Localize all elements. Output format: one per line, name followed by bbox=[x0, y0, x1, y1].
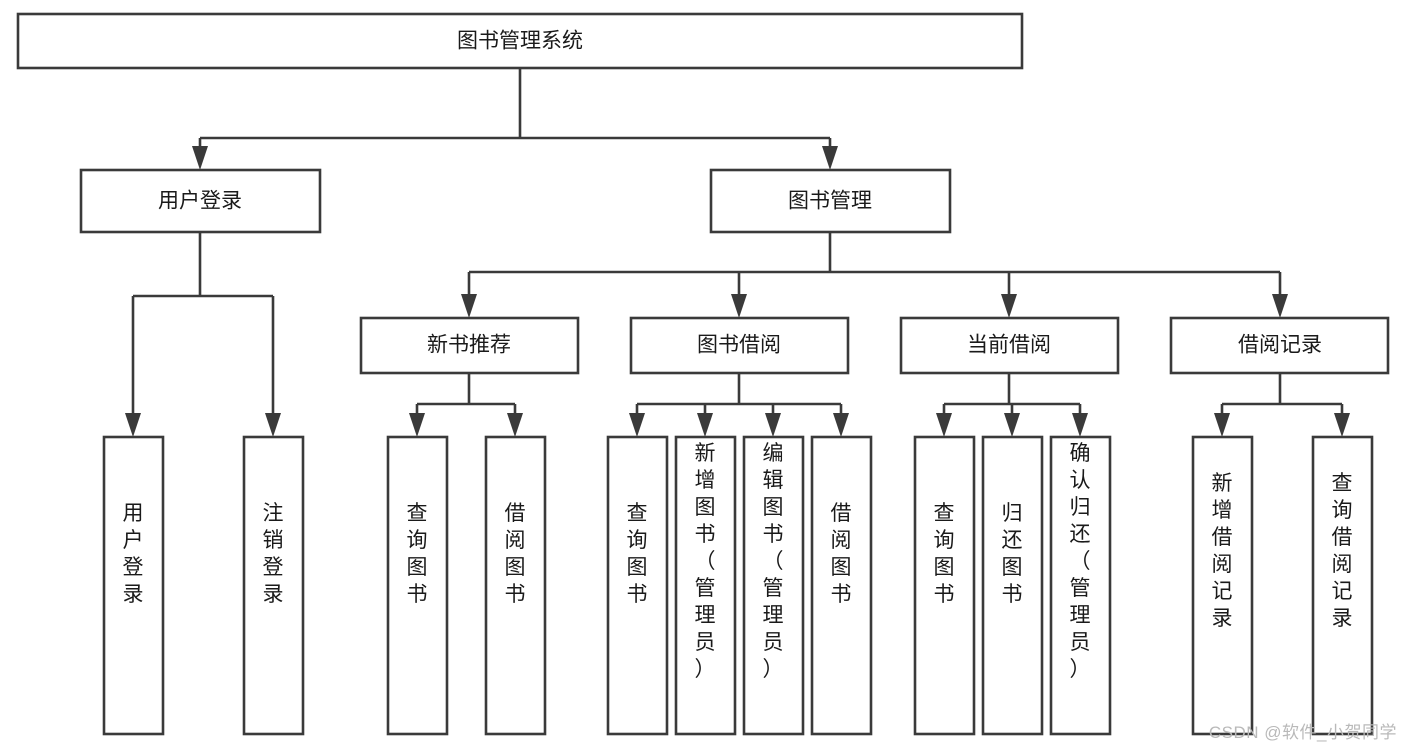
node-root-system-label: 图书管理系统 bbox=[457, 30, 583, 53]
leaf-new-book-2-box[interactable] bbox=[484, 435, 547, 736]
arrowhead-borrow-leaf-1 bbox=[629, 413, 645, 437]
node-book-manage-box[interactable] bbox=[709, 168, 952, 234]
leaf-book-borrow-2[interactable]: 新增图书（管理员） bbox=[674, 435, 737, 736]
leaf-new-book-2-label: 借阅图书 bbox=[505, 502, 526, 606]
node-current-borrow[interactable]: 当前借阅 bbox=[899, 316, 1120, 375]
leaf-borrow-record-1[interactable]: 新增借阅记录 bbox=[1191, 435, 1254, 736]
leaf-current-borrow-1[interactable]: 查询图书 bbox=[913, 435, 976, 736]
arrowhead-user-leaf-2 bbox=[265, 413, 281, 437]
leaf-book-borrow-4[interactable]: 借阅图书 bbox=[810, 435, 873, 736]
leaf-book-borrow-3[interactable]: 编辑图书（管理员） bbox=[742, 435, 805, 736]
node-user-login-box[interactable] bbox=[79, 168, 322, 234]
node-root-system-box[interactable] bbox=[16, 12, 1024, 70]
leaf-new-book-1[interactable]: 查询图书 bbox=[386, 435, 449, 736]
leaf-book-borrow-1-box[interactable] bbox=[606, 435, 669, 736]
arrowhead-user-login bbox=[192, 146, 208, 170]
leaf-current-borrow-1-label: 查询图书 bbox=[934, 502, 955, 606]
connector-group-new-book bbox=[409, 373, 523, 437]
node-current-borrow-label: 当前借阅 bbox=[967, 334, 1051, 357]
arrowhead-book-manage bbox=[822, 146, 838, 170]
leaf-book-borrow-2-label: 新增图书（管理员） bbox=[695, 442, 716, 681]
node-book-borrow-box[interactable] bbox=[629, 316, 850, 375]
arrowhead-current-leaf-3 bbox=[1072, 413, 1088, 437]
leaf-borrow-record-2[interactable]: 查询借阅记录 bbox=[1311, 435, 1374, 736]
leaf-user-login-2[interactable]: 注销登录 bbox=[242, 435, 305, 736]
arrowhead-current-borrow bbox=[1001, 294, 1017, 318]
connector-group-book-borrow bbox=[629, 373, 849, 437]
arrowhead-newbook-leaf-1 bbox=[409, 413, 425, 437]
leaf-user-login-2-box[interactable] bbox=[242, 435, 305, 736]
leaf-current-borrow-3[interactable]: 确认归还（管理员） bbox=[1049, 435, 1112, 736]
leaf-user-login-1[interactable]: 用户登录 bbox=[102, 435, 165, 736]
node-borrow-record[interactable]: 借阅记录 bbox=[1169, 316, 1390, 375]
arrowhead-borrow-leaf-4 bbox=[833, 413, 849, 437]
leaf-new-book-1-label: 查询图书 bbox=[407, 502, 428, 606]
leaf-borrow-record-1-label: 新增借阅记录 bbox=[1212, 472, 1233, 630]
node-book-manage-label: 图书管理 bbox=[788, 190, 872, 213]
connector-group-borrow-record bbox=[1214, 373, 1350, 437]
node-borrow-record-label: 借阅记录 bbox=[1238, 334, 1322, 357]
arrowhead-record-leaf-2 bbox=[1334, 413, 1350, 437]
arrowhead-current-leaf-1 bbox=[936, 413, 952, 437]
leaf-borrow-record-1-box[interactable] bbox=[1191, 435, 1254, 736]
leaf-new-book-1-box[interactable] bbox=[386, 435, 449, 736]
connector-group-user-login bbox=[125, 232, 281, 437]
node-current-borrow-box[interactable] bbox=[899, 316, 1120, 375]
node-user-login-label: 用户登录 bbox=[158, 190, 242, 213]
arrowhead-new-book bbox=[461, 294, 477, 318]
node-book-borrow[interactable]: 图书借阅 bbox=[629, 316, 850, 375]
leaf-borrow-record-2-label: 查询借阅记录 bbox=[1332, 472, 1353, 630]
leaf-book-borrow-4-box[interactable] bbox=[810, 435, 873, 736]
leaf-book-borrow-3-box[interactable] bbox=[742, 435, 805, 736]
arrowhead-record-leaf-1 bbox=[1214, 413, 1230, 437]
node-book-borrow-label: 图书借阅 bbox=[697, 334, 781, 357]
node-new-book-recommend-box[interactable] bbox=[359, 316, 580, 375]
connector-group-root bbox=[192, 68, 838, 170]
leaf-user-login-2-label: 注销登录 bbox=[263, 502, 284, 606]
arrowhead-newbook-leaf-2 bbox=[507, 413, 523, 437]
node-book-manage[interactable]: 图书管理 bbox=[709, 168, 952, 234]
leaf-new-book-2[interactable]: 借阅图书 bbox=[484, 435, 547, 736]
node-user-login[interactable]: 用户登录 bbox=[79, 168, 322, 234]
arrowhead-borrow-leaf-2 bbox=[697, 413, 713, 437]
leaf-book-borrow-3-label: 编辑图书（管理员） bbox=[763, 442, 784, 681]
leaf-book-borrow-1-label: 查询图书 bbox=[627, 502, 648, 606]
leaf-book-borrow-4-label: 借阅图书 bbox=[831, 502, 852, 606]
arrowhead-book-borrow bbox=[731, 294, 747, 318]
arrowhead-user-leaf-1 bbox=[125, 413, 141, 437]
leaf-book-borrow-1[interactable]: 查询图书 bbox=[606, 435, 669, 736]
leaf-current-borrow-2-label: 归还图书 bbox=[1002, 502, 1023, 606]
arrowhead-current-leaf-2 bbox=[1004, 413, 1020, 437]
node-new-book-recommend-label: 新书推荐 bbox=[427, 334, 511, 357]
leaf-current-borrow-2[interactable]: 归还图书 bbox=[981, 435, 1044, 736]
connector-group-current-borrow bbox=[936, 373, 1088, 437]
arrowhead-borrow-leaf-3 bbox=[765, 413, 781, 437]
leaf-user-login-1-label: 用户登录 bbox=[123, 502, 144, 606]
leaf-current-borrow-3-label: 确认归还（管理员） bbox=[1070, 442, 1091, 681]
leaf-current-borrow-1-box[interactable] bbox=[913, 435, 976, 736]
leaf-borrow-record-2-box[interactable] bbox=[1311, 435, 1374, 736]
leaf-book-borrow-2-box[interactable] bbox=[674, 435, 737, 736]
leaf-current-borrow-2-box[interactable] bbox=[981, 435, 1044, 736]
connector-group-book-manage bbox=[461, 232, 1288, 318]
node-new-book-recommend[interactable]: 新书推荐 bbox=[359, 316, 580, 375]
node-root-system[interactable]: 图书管理系统 bbox=[16, 12, 1024, 70]
node-borrow-record-box[interactable] bbox=[1169, 316, 1390, 375]
leaf-user-login-1-box[interactable] bbox=[102, 435, 165, 736]
leaf-current-borrow-3-box[interactable] bbox=[1049, 435, 1112, 736]
csdn-watermark: CSDN @软件_小贺同学 bbox=[1208, 723, 1397, 742]
arrowhead-borrow-record bbox=[1272, 294, 1288, 318]
